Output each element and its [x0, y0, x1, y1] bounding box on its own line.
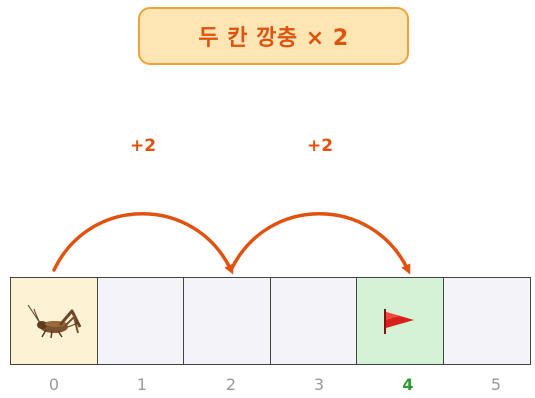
track-cell-5	[443, 277, 531, 365]
cell-index-2: 2	[211, 375, 251, 394]
cell-index-3: 3	[299, 375, 339, 394]
cell-index-1: 1	[122, 375, 162, 394]
track-cell-3	[270, 277, 358, 365]
track-cell-2	[183, 277, 271, 365]
track-cell-1	[97, 277, 185, 365]
track-cell-4	[356, 277, 444, 365]
cricket-icon	[26, 301, 82, 341]
jump-arc-1	[54, 214, 231, 270]
cell-index-4: 4	[388, 375, 428, 394]
number-track	[10, 277, 531, 365]
cell-index-0: 0	[34, 375, 74, 394]
cell-index-5: 5	[476, 375, 516, 394]
jump-arc-2	[231, 214, 408, 270]
track-cell-0	[10, 277, 98, 365]
red-flag-icon	[380, 306, 420, 336]
